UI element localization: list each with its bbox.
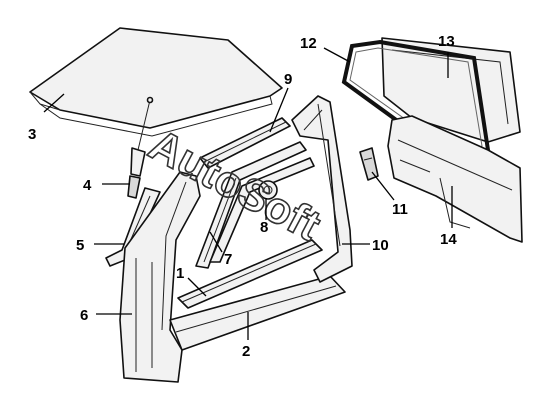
part-9-upper-rail	[199, 117, 291, 169]
callout-2: 2	[242, 343, 250, 360]
callout-14: 14	[440, 231, 457, 248]
callout-12: 12	[300, 35, 317, 52]
callout-10: 10	[372, 237, 389, 254]
part-6-side-frame	[119, 171, 201, 383]
callout-13: 13	[438, 33, 455, 50]
part-1-sill-strip	[177, 239, 323, 309]
part-2-sill-panel	[169, 275, 346, 351]
part-7-window-frame	[195, 141, 315, 269]
part-3-roof-panel	[29, 27, 283, 137]
callout-8: 8	[260, 219, 268, 236]
leader-lines	[43, 47, 453, 340]
callout-11: 11	[392, 201, 408, 218]
callout-9: 9	[284, 71, 292, 88]
callout-3: 3	[28, 126, 36, 143]
callout-7: 7	[224, 251, 232, 268]
callout-6: 6	[80, 307, 88, 324]
part-14-rear-panel	[387, 115, 523, 243]
callout-5: 5	[76, 237, 84, 254]
part-8-bracket	[258, 180, 278, 200]
part-11-clip	[359, 147, 379, 181]
callout-4: 4	[83, 177, 92, 194]
part-4-antenna	[127, 96, 154, 199]
callout-1: 1	[176, 265, 184, 282]
callout-labels: 3 4 5 6 1 2 7 8 9 10 11 12 13 14	[28, 33, 457, 360]
part-10-b-pillar	[291, 95, 353, 283]
